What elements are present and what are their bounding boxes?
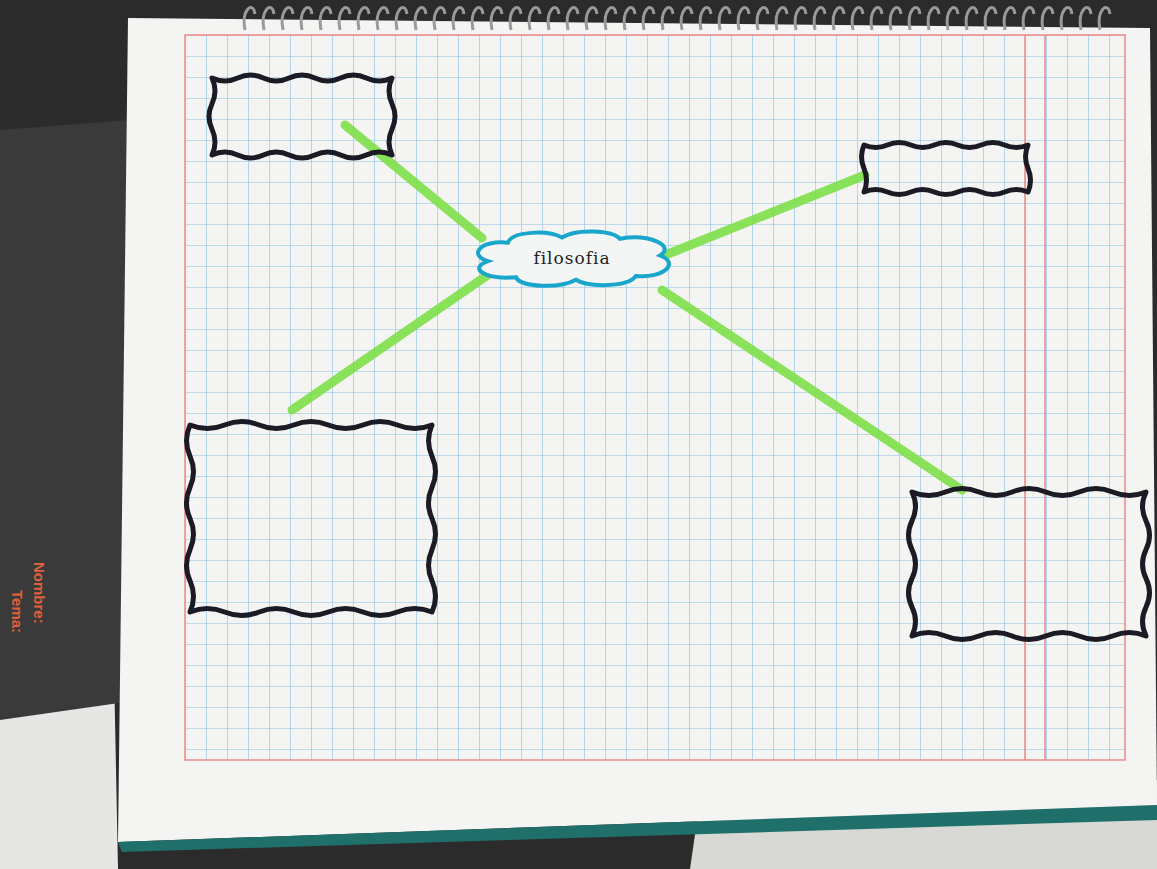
branch-line (668, 175, 865, 254)
form-label: Nombre: (31, 562, 48, 624)
spiral-ring (320, 7, 331, 30)
spiral-ring (852, 7, 863, 30)
spiral-ring (1004, 7, 1015, 30)
spiral-ring (453, 7, 464, 30)
spiral-ring (1080, 7, 1091, 30)
spiral-ring (263, 7, 274, 30)
empty-boxes (187, 75, 1150, 640)
binder-edge (0, 120, 140, 720)
spiral-ring (282, 7, 293, 30)
spiral-ring (871, 7, 882, 30)
spiral-ring (339, 7, 350, 30)
spiral-ring (928, 7, 939, 30)
spiral-ring (700, 7, 711, 30)
spiral-ring (681, 7, 692, 30)
spiral-ring (548, 7, 559, 30)
spiral-ring (396, 7, 407, 30)
spiral-ring (738, 7, 749, 30)
spiral-ring (1023, 7, 1034, 30)
spiral-ring (434, 7, 445, 30)
spiral-ring (890, 7, 901, 30)
margin-line (1044, 35, 1046, 760)
spiral-ring (510, 7, 521, 30)
spiral-ring (1042, 7, 1053, 30)
spiral-ring (586, 7, 597, 30)
spiral-ring (1099, 7, 1110, 30)
spiral-ring (814, 7, 825, 30)
wavy-box (862, 143, 1031, 195)
page-sheet (118, 18, 1157, 842)
spiral-ring (415, 7, 426, 30)
spiral-ring (909, 7, 920, 30)
spiral-ring (244, 7, 255, 30)
spiral-ring (301, 7, 312, 30)
branch-line (662, 290, 962, 490)
spiral-ring (491, 7, 502, 30)
spiral-ring (947, 7, 958, 30)
spiral-ring (719, 7, 730, 30)
spiral-ring (472, 7, 483, 30)
spiral-binding (244, 7, 1110, 30)
node-title: filosofia (533, 248, 610, 268)
grid-paper (185, 35, 1125, 760)
spiral-ring (776, 7, 787, 30)
spiral-ring (377, 7, 388, 30)
spiral-ring (567, 7, 578, 30)
spiral-ring (757, 7, 768, 30)
spiral-ring (1061, 7, 1072, 30)
branch-line (345, 125, 482, 238)
spiral-ring (795, 7, 806, 30)
wavy-box (909, 489, 1150, 640)
form-label: Tema: (9, 590, 26, 633)
wavy-box (187, 422, 436, 616)
spiral-ring (605, 7, 616, 30)
notebook-cover (118, 805, 1157, 852)
spiral-ring (358, 7, 369, 30)
spiral-ring (966, 7, 977, 30)
branch-line (292, 272, 492, 410)
spiral-ring (624, 7, 635, 30)
spiral-ring (529, 7, 540, 30)
spiral-ring (833, 7, 844, 30)
wavy-box (209, 75, 395, 158)
spiral-ring (985, 7, 996, 30)
green-branches (292, 125, 962, 490)
margin-line (185, 35, 1125, 760)
spiral-ring (662, 7, 673, 30)
spiral-ring (643, 7, 654, 30)
cloud-node: filosofia (472, 226, 672, 290)
